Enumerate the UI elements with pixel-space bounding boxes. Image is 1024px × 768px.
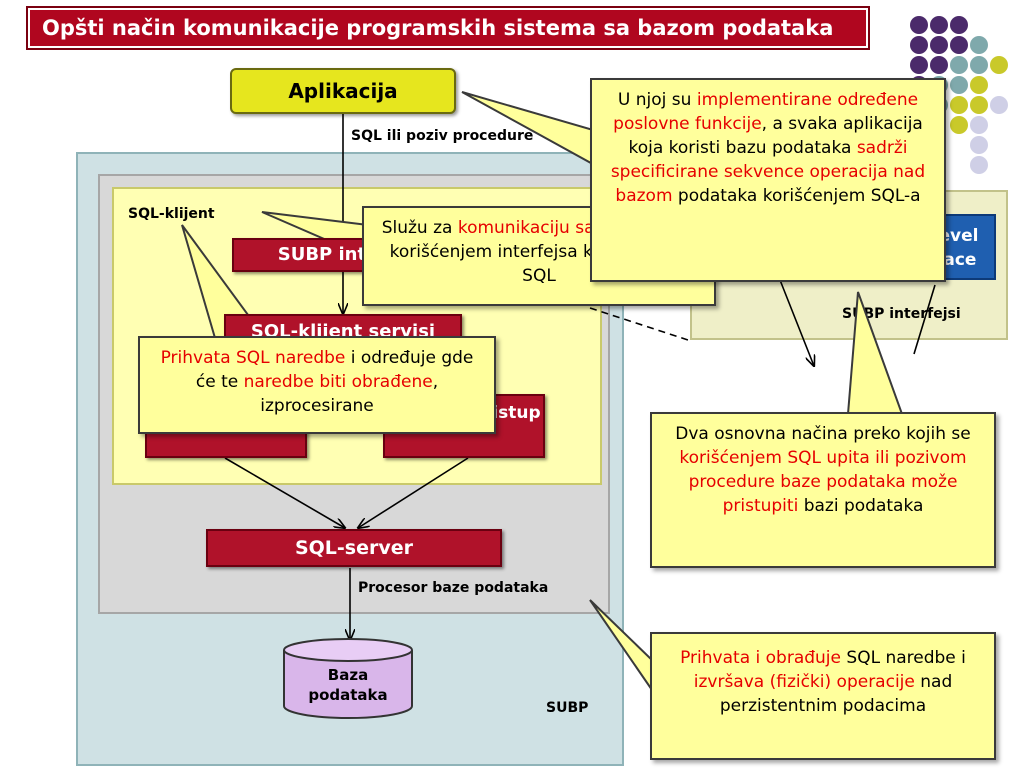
arrow-right-to-server [358, 457, 469, 528]
arrow-callout-down [779, 279, 814, 366]
dot-icon [970, 136, 988, 154]
arrow-left-to-server [224, 457, 345, 528]
dot-icon [970, 76, 988, 94]
baza-line1: Baza [328, 666, 368, 684]
dot-icon [970, 156, 988, 174]
callout-server: Prihvata i obrađuje SQL naredbe i izvrša… [650, 632, 996, 760]
dot-icon [990, 56, 1008, 74]
callout-tail-nacini [846, 291, 904, 415]
dot-icon [970, 116, 988, 134]
aplikacija-box: Aplikacija [230, 68, 456, 114]
callout-tail-server [589, 599, 653, 694]
subp-label: SUBP [546, 700, 589, 716]
dot-icon [910, 16, 928, 34]
dot-icon [950, 56, 968, 74]
dot-icon [930, 36, 948, 54]
sql-klijent-label: SQL-klijent [128, 206, 215, 222]
decorative-dots [900, 10, 1020, 174]
dot-icon [970, 36, 988, 54]
dot-icon [950, 96, 968, 114]
dot-icon [950, 16, 968, 34]
baza-line2: podataka [308, 686, 387, 704]
dot-icon [930, 56, 948, 74]
callout-klijent: Prihvata SQL naredbe i određuje gde će t… [138, 336, 496, 434]
baza-podataka-cylinder: Baza podataka [283, 638, 413, 719]
dot-icon [910, 56, 928, 74]
sql-server-box: SQL-server [206, 529, 502, 567]
procesor-label: Procesor baze podataka [358, 580, 549, 596]
dot-icon [950, 36, 968, 54]
dot-icon [970, 96, 988, 114]
callout-nacini: Dva osnovna načina preko kojih se korišć… [650, 412, 996, 568]
dot-icon [990, 96, 1008, 114]
slide-title: Opšti način komunikacije programskih sis… [26, 6, 870, 50]
dot-icon [910, 36, 928, 54]
dashed-connector [589, 307, 689, 341]
sql-poziv-label: SQL ili poziv procedure [351, 128, 534, 144]
subp-interfejsi-label: SUBP interfejsi [842, 306, 961, 322]
callout-aplikacija: U njoj su implementirane određene poslov… [590, 78, 946, 282]
dot-icon [950, 116, 968, 134]
dot-icon [970, 56, 988, 74]
dot-icon [950, 76, 968, 94]
line-to-interface [913, 284, 936, 355]
dot-icon [930, 16, 948, 34]
